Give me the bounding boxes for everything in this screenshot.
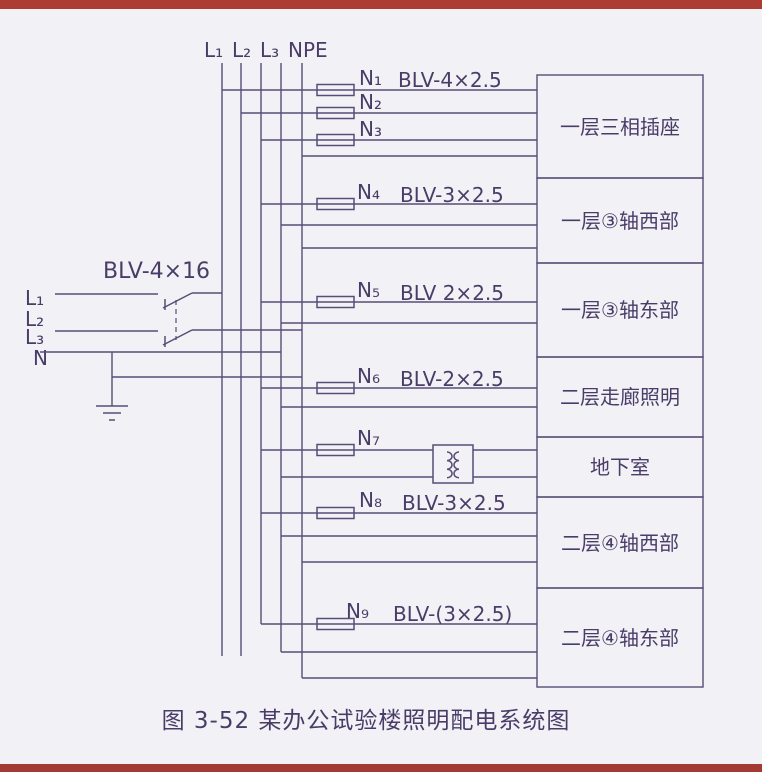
bus-label-l2: L₂ [232,38,251,62]
fuse-icon-n5 [316,295,355,309]
transformer-icon [432,444,474,484]
load-label-1: 一层三相插座 [560,115,680,139]
fuse-icon-n7 [316,443,355,457]
circuit-group-2: N₄ BLV-3×2.5 [261,180,537,249]
circuit-id-n8: N₈ [359,488,382,512]
circuit-id-n2: N₂ [359,90,382,114]
circuit-cable-n6: BLV-2×2.5 [400,367,504,391]
circuit-cable-n4: BLV-3×2.5 [400,183,504,207]
circuit-group-7: N₉ BLV-(3×2.5) [261,599,537,679]
load-label-7: 二层④轴东部 [561,626,679,650]
circuit-id-n4: N₄ [357,180,380,204]
load-box-7 [536,587,704,688]
circuit-id-n3: N₃ [359,117,382,141]
fuse-icon-n2 [316,106,355,120]
incoming-cable-label: BLV-4×16 [103,259,210,284]
circuit-group-6: N₈ BLV-3×2.5 [261,488,537,563]
bottom-red-border [0,764,762,772]
bus-labels: L₁ L₂ L₃ NPE [204,38,328,62]
fuse-icon-n6 [316,381,355,395]
circuit-id-n7: N₇ [357,426,380,450]
circuit-group-5: N₇ [261,426,537,484]
bus-label-l3: L₃ [260,38,279,62]
figure-caption: 图 3-52 某办公试验楼照明配电系统图 [162,708,571,734]
load-label-2: 一层③轴西部 [561,209,679,233]
circuit-id-n5: N₅ [357,278,380,302]
incoming-label-l3: L₃ [25,325,44,349]
load-label-3: 一层③轴东部 [561,298,679,322]
fuse-icon-n1 [316,83,355,97]
load-boxes: 一层三相插座 一层③轴西部 一层③轴东部 二层走廊照明 地下室 二层④轴西部 二… [536,74,704,688]
incoming-label-n: N [33,346,48,370]
load-label-5: 地下室 [590,455,650,479]
circuit-id-n9: N₉ [346,599,369,623]
circuit-cable-n5: BLV 2×2.5 [400,281,504,305]
bus-lines [221,63,303,678]
circuit-id-n1: N₁ [359,66,382,90]
ground-icon [96,405,128,421]
fuse-icon-n3 [316,133,355,147]
incoming-label-l1: L₁ [25,286,44,310]
circuit-group-4: N₆ BLV-2×2.5 [261,364,537,408]
circuit-group-3: N₅ BLV 2×2.5 [261,278,537,324]
fuse-icon-n9 [316,617,355,631]
fuse-icon-n8 [316,506,355,520]
fuse-icon-n4 [316,197,355,211]
main-switch-icon [162,292,193,347]
circuit-cable-n9: BLV-(3×2.5) [393,602,512,626]
bus-label-l1: L₁ [204,38,223,62]
circuit-cable-n8: BLV-3×2.5 [402,491,506,515]
circuit-id-n6: N₆ [357,364,380,388]
bus-label-npe: NPE [288,38,328,62]
load-label-4: 二层走廊照明 [560,385,680,409]
incoming-label-l2: L₂ [25,307,44,331]
top-red-border [0,0,762,9]
circuit-group-1: N₁ BLV-4×2.5 N₂ N₃ [222,66,537,157]
circuit-cable-n1: BLV-4×2.5 [398,68,502,92]
incoming-feeder: BLV-4×16 L₁ L₂ L₃ N [25,259,302,421]
load-label-6: 二层④轴西部 [561,531,679,555]
